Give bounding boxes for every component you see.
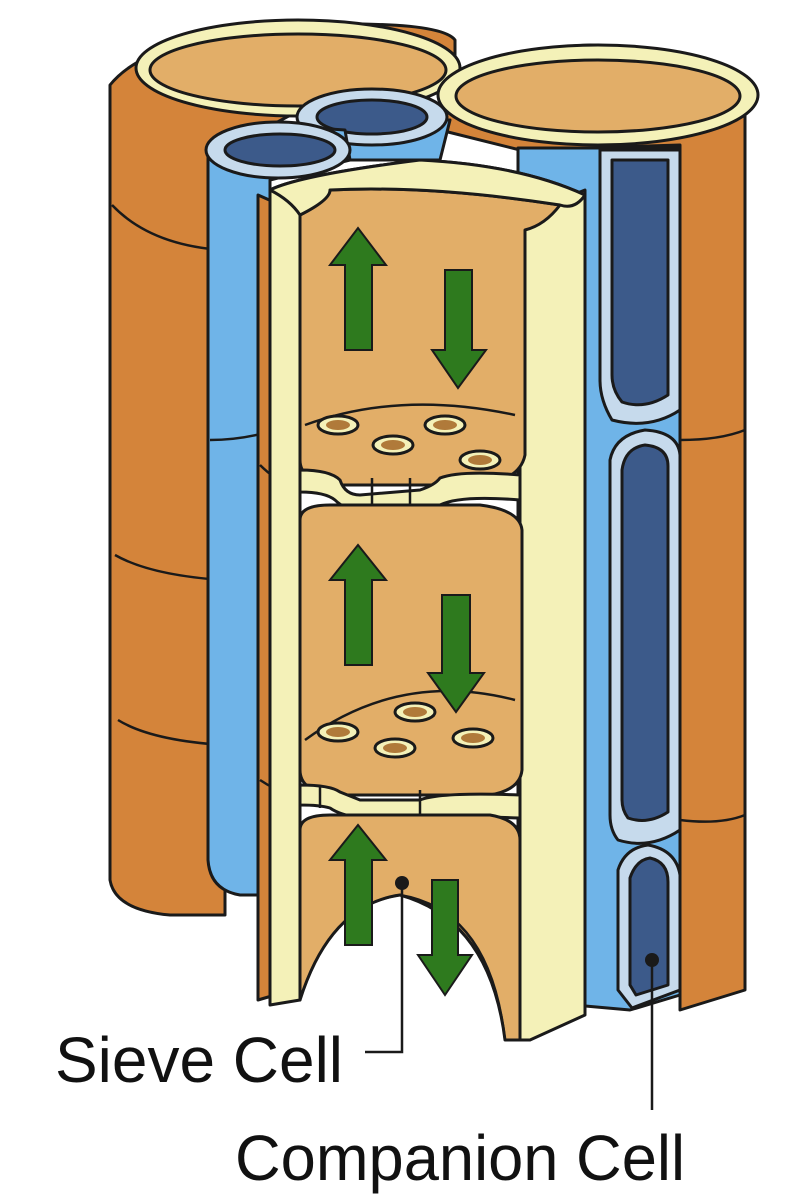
arrow-down-icon: [430, 269, 488, 390]
parenchyma-right-column: [436, 43, 760, 1012]
companion-column-left: [204, 120, 352, 897]
sieve-pore: [316, 721, 360, 743]
arrow-down-icon: [426, 594, 486, 714]
sieve-pore: [373, 737, 417, 759]
arrow-up-icon: [327, 226, 389, 351]
sieve-cell-leader: [365, 876, 409, 1054]
sieve-pore: [458, 449, 502, 471]
flow-arrows: [327, 226, 488, 997]
sieve-pore: [451, 727, 495, 749]
sieve-pores-lower: [316, 701, 495, 759]
companion-cell-label: Companion Cell: [235, 1122, 685, 1194]
sieve-pores-upper: [316, 414, 502, 471]
sieve-pore: [393, 701, 437, 723]
sieve-cell-label: Sieve Cell: [55, 1024, 343, 1096]
arrow-up-icon: [327, 823, 389, 946]
sieve-pore: [316, 414, 360, 436]
sieve-tube: [268, 158, 587, 1042]
arrow-up-icon: [327, 543, 389, 666]
arrow-down-icon: [416, 879, 474, 997]
sieve-pore: [423, 414, 467, 436]
sieve-pore: [371, 434, 415, 456]
